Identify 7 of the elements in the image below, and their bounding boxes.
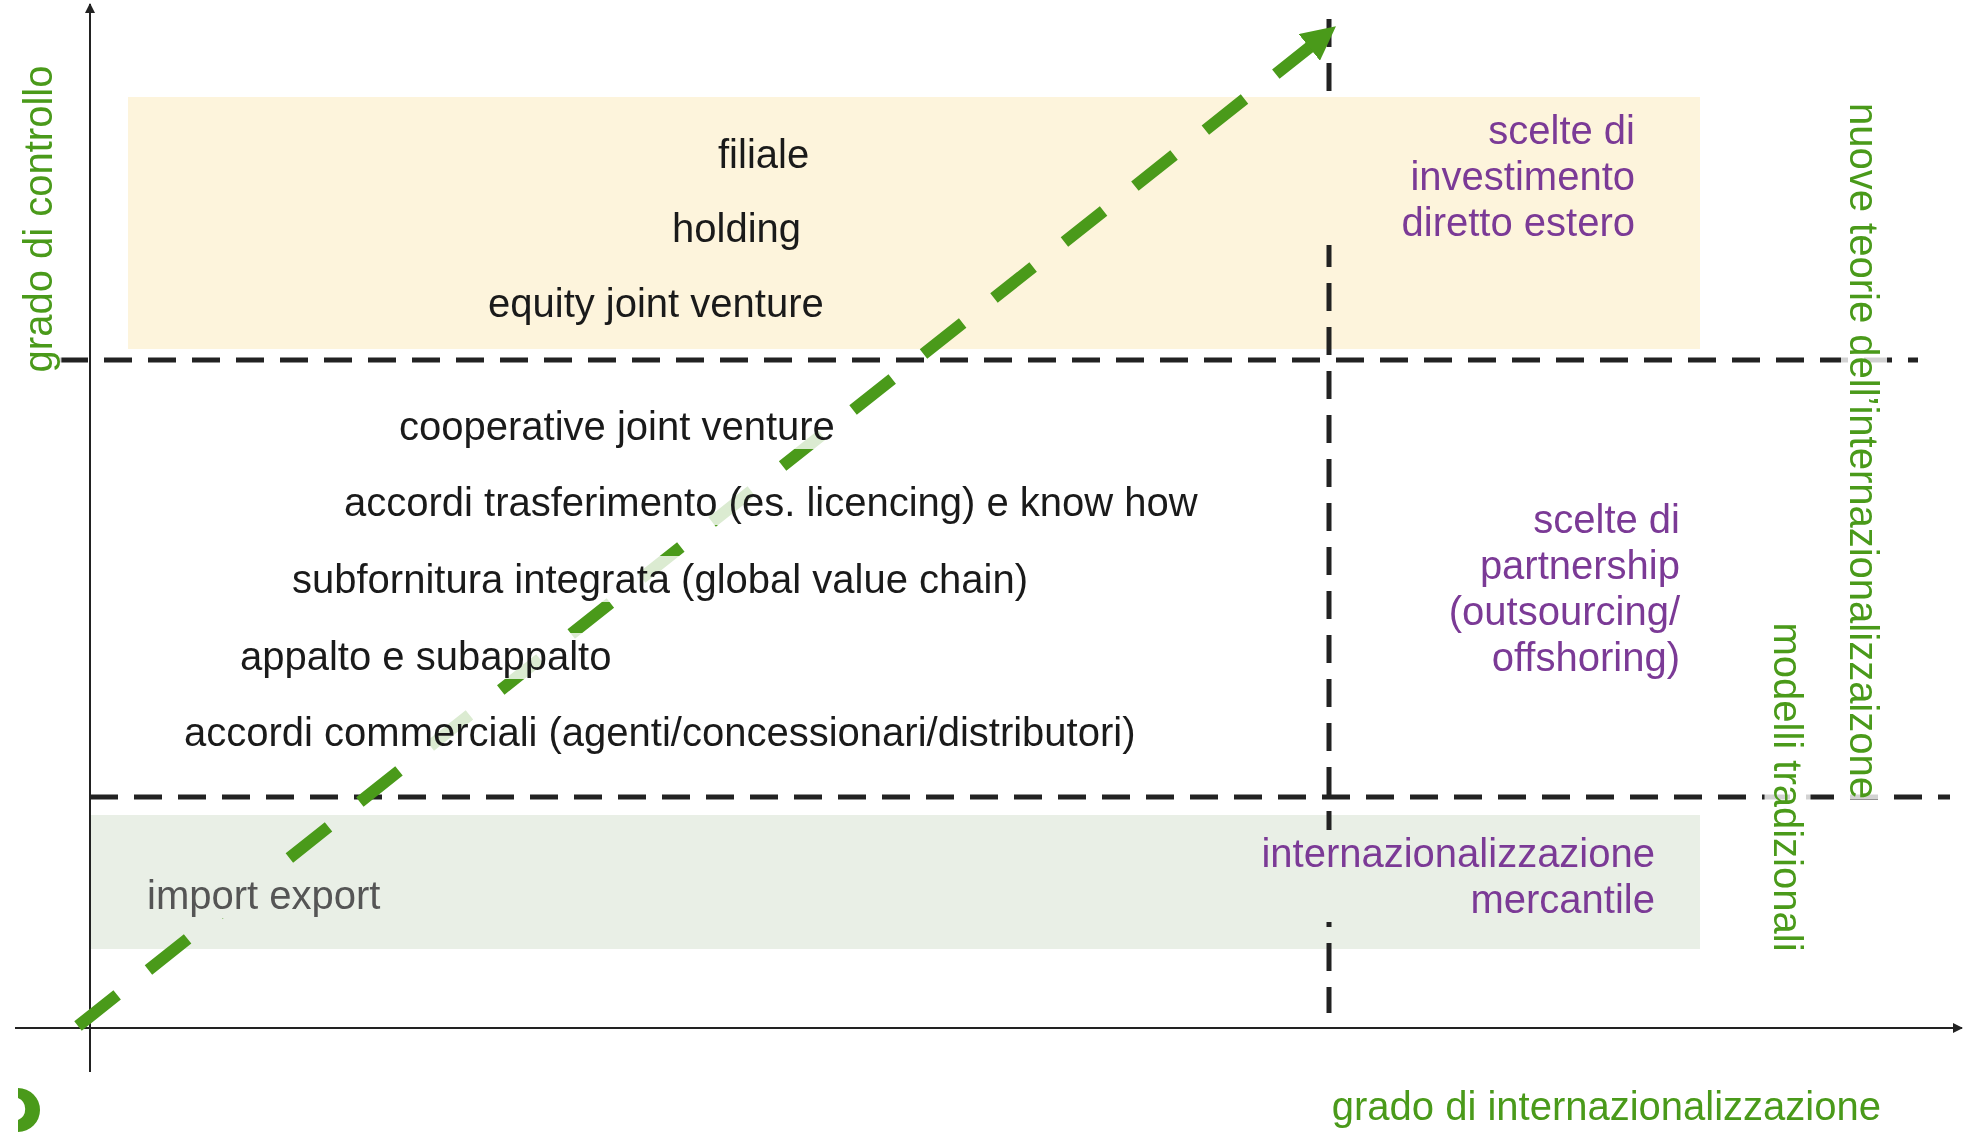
group-label: modelli tradizionali	[1764, 622, 1810, 952]
item-label: appalto e subappalto	[240, 633, 612, 679]
item-label: subfornitura integrata (global value chain)	[292, 556, 1028, 602]
shaded-band	[128, 97, 1700, 349]
shaded-band	[90, 815, 1700, 949]
item-label: accordi commerciali (agenti/concessionari/distributori)	[184, 709, 1136, 755]
group-label: nuove teorie dell’internazionalizzaizone	[1841, 103, 1887, 799]
